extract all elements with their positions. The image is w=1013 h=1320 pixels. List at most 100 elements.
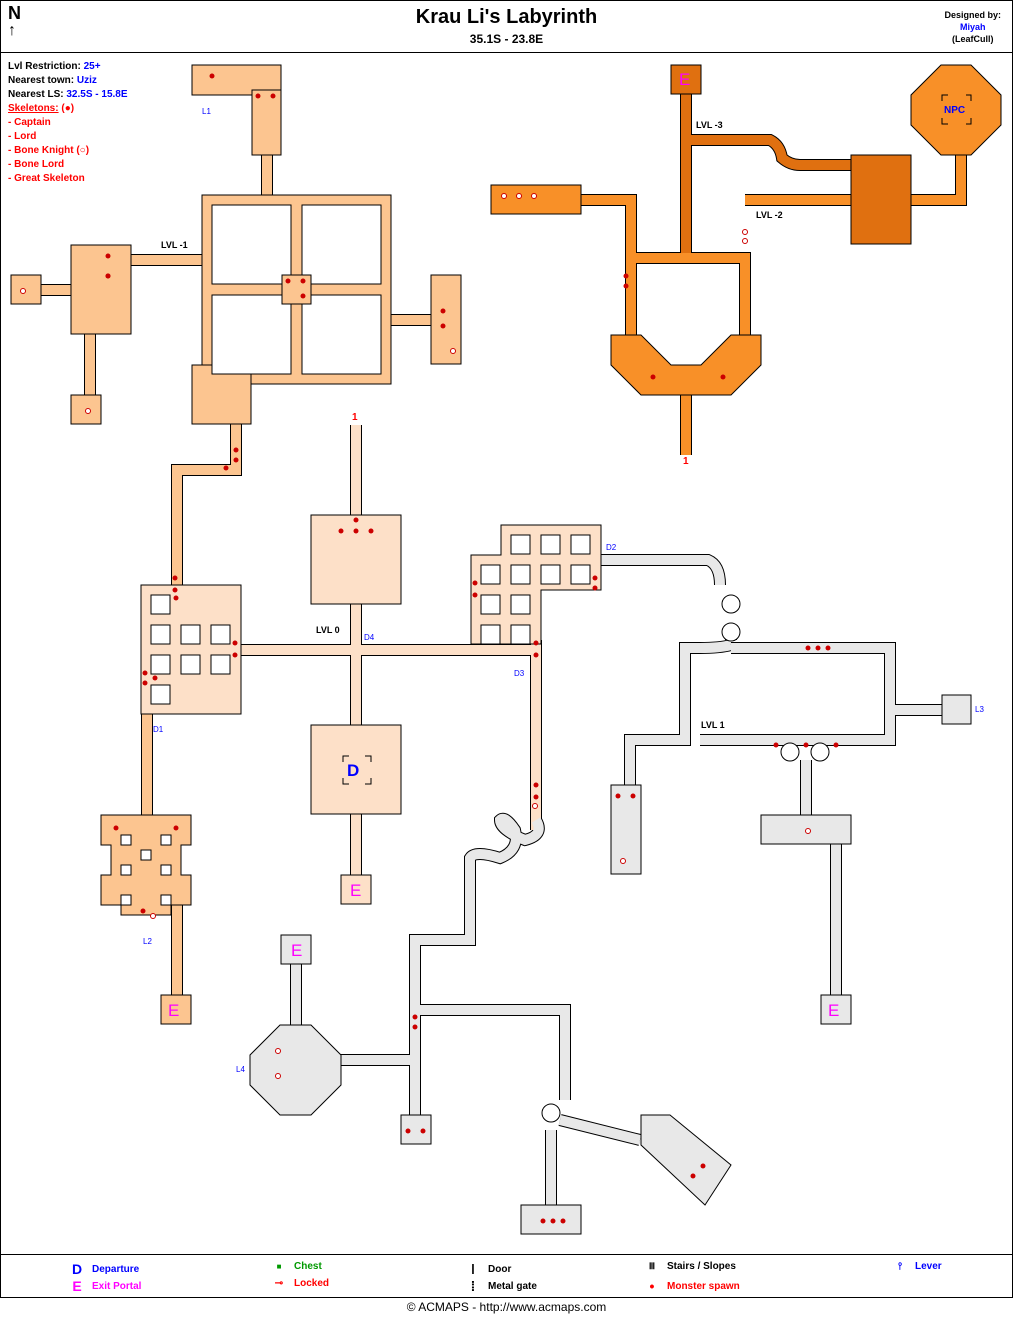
monster-spawn-marker bbox=[172, 575, 178, 581]
map-coordinates: 35.1S - 23.8E bbox=[469, 32, 544, 46]
monster-spawn-marker bbox=[173, 825, 179, 831]
wall-block bbox=[210, 654, 231, 675]
corridor bbox=[681, 90, 855, 258]
room bbox=[850, 154, 912, 245]
ls-label: Nearest LS: bbox=[8, 89, 64, 100]
exit-icon: E bbox=[72, 1278, 82, 1294]
room bbox=[941, 694, 972, 725]
skeletons-sym: (●) bbox=[61, 103, 75, 114]
wall-block bbox=[140, 849, 152, 861]
corridor-outline bbox=[171, 420, 242, 590]
monster-spawn-marker bbox=[623, 273, 629, 279]
room bbox=[340, 874, 372, 905]
departure-bracket bbox=[342, 755, 372, 785]
pillar bbox=[780, 742, 800, 762]
wall-block bbox=[150, 684, 171, 705]
legend-chest: ■Chest bbox=[272, 1261, 322, 1272]
dungeon-info: Lvl Restriction: 25+ Nearest town: Uziz … bbox=[8, 60, 128, 186]
wall-block bbox=[510, 534, 531, 555]
monster-spawn-marker bbox=[440, 308, 446, 314]
wall-block bbox=[301, 204, 382, 285]
legend-lever: ⫯Lever bbox=[893, 1261, 942, 1272]
monster-spawn-marker bbox=[172, 587, 178, 593]
bone-knight-marker bbox=[501, 193, 507, 199]
town-value: Uziz bbox=[76, 75, 97, 86]
monster-spawn-marker bbox=[353, 528, 359, 534]
bone-knight-marker bbox=[742, 238, 748, 244]
bone-knight-marker bbox=[620, 858, 626, 864]
room bbox=[160, 994, 192, 1025]
monster-spawn-marker bbox=[472, 592, 478, 598]
stairs-icon: Ⅲ bbox=[648, 1261, 656, 1271]
skeletons-label: Skeletons: bbox=[8, 103, 59, 114]
room bbox=[191, 364, 252, 425]
monster-spawn-marker bbox=[650, 374, 656, 380]
monster-spawn-marker bbox=[420, 1128, 426, 1134]
wall-block bbox=[150, 594, 171, 615]
monster-spawn-marker bbox=[142, 670, 148, 676]
map-label-exit: E bbox=[679, 70, 690, 89]
monster-spawn-marker bbox=[300, 278, 306, 284]
legend-label: Departure bbox=[92, 1263, 140, 1275]
room bbox=[670, 64, 702, 95]
wall-block bbox=[510, 594, 531, 615]
wall-block bbox=[211, 294, 292, 375]
pillar bbox=[810, 742, 830, 762]
room bbox=[490, 184, 582, 215]
monster-item: - Captain bbox=[8, 117, 51, 128]
map-label-D3: D3 bbox=[514, 669, 525, 678]
wall-block bbox=[570, 534, 591, 555]
designed-by-label: Designed by: bbox=[944, 10, 1001, 20]
wall-block bbox=[510, 624, 531, 645]
corridor bbox=[700, 643, 945, 998]
room bbox=[640, 1114, 732, 1206]
wall-block bbox=[160, 864, 172, 876]
room bbox=[430, 274, 462, 365]
monster-spawn-marker bbox=[533, 640, 539, 646]
monster-spawn-marker bbox=[833, 742, 839, 748]
legend-label: Metal gate bbox=[488, 1280, 537, 1292]
legend-label: Lever bbox=[915, 1261, 942, 1272]
door-icon: ǀ bbox=[471, 1261, 475, 1277]
map-label-stairs_1: 1 bbox=[352, 412, 358, 423]
legend-label: Stairs / Slopes bbox=[667, 1261, 736, 1272]
legend-label: Chest bbox=[294, 1261, 322, 1272]
monster-spawn-marker bbox=[412, 1014, 418, 1020]
wall-block bbox=[301, 294, 382, 375]
map-label-L1: L1 bbox=[202, 107, 211, 116]
metal-gate-icon: ⁞ bbox=[470, 1278, 476, 1294]
monster-item: - Bone Knight (○) bbox=[8, 145, 90, 156]
monster-spawn-marker bbox=[233, 457, 239, 463]
bone-knight-marker bbox=[532, 803, 538, 809]
bone-knight-marker bbox=[450, 348, 456, 354]
wall-block bbox=[150, 624, 171, 645]
bone-knight-marker bbox=[150, 913, 156, 919]
bone-knight-marker bbox=[805, 828, 811, 834]
monster-spawn-marker bbox=[630, 793, 636, 799]
locked-icon: ⊸ bbox=[274, 1278, 284, 1289]
map-label-L4: L4 bbox=[236, 1065, 245, 1074]
map-label-stairs_1: 1 bbox=[683, 456, 689, 467]
monster-spawn-marker bbox=[105, 273, 111, 279]
spawn-icon: • bbox=[649, 1278, 655, 1294]
departure-icon: D bbox=[71, 1261, 83, 1277]
monster-spawn-marker bbox=[285, 278, 291, 284]
monster-item: - Bone Lord bbox=[8, 159, 65, 170]
map-label-lvl_m3: LVL -3 bbox=[696, 120, 723, 130]
map-label-exit: E bbox=[828, 1001, 839, 1020]
map-label-lvl_1: LVL 1 bbox=[701, 720, 725, 730]
bone-knight-marker bbox=[531, 193, 537, 199]
legend-label: Door bbox=[488, 1263, 512, 1275]
map-label-D1: D1 bbox=[153, 725, 164, 734]
monster-spawn-marker bbox=[592, 585, 598, 591]
wall-block bbox=[211, 204, 292, 285]
legend-spawn: •Monster spawn bbox=[645, 1278, 740, 1294]
bone-knight-marker bbox=[85, 408, 91, 414]
wall-block bbox=[540, 564, 561, 585]
room bbox=[70, 244, 132, 335]
map-label-L3: L3 bbox=[975, 705, 984, 714]
designer-credit: Designed by: Miyah (LeafCull) bbox=[944, 9, 1001, 45]
